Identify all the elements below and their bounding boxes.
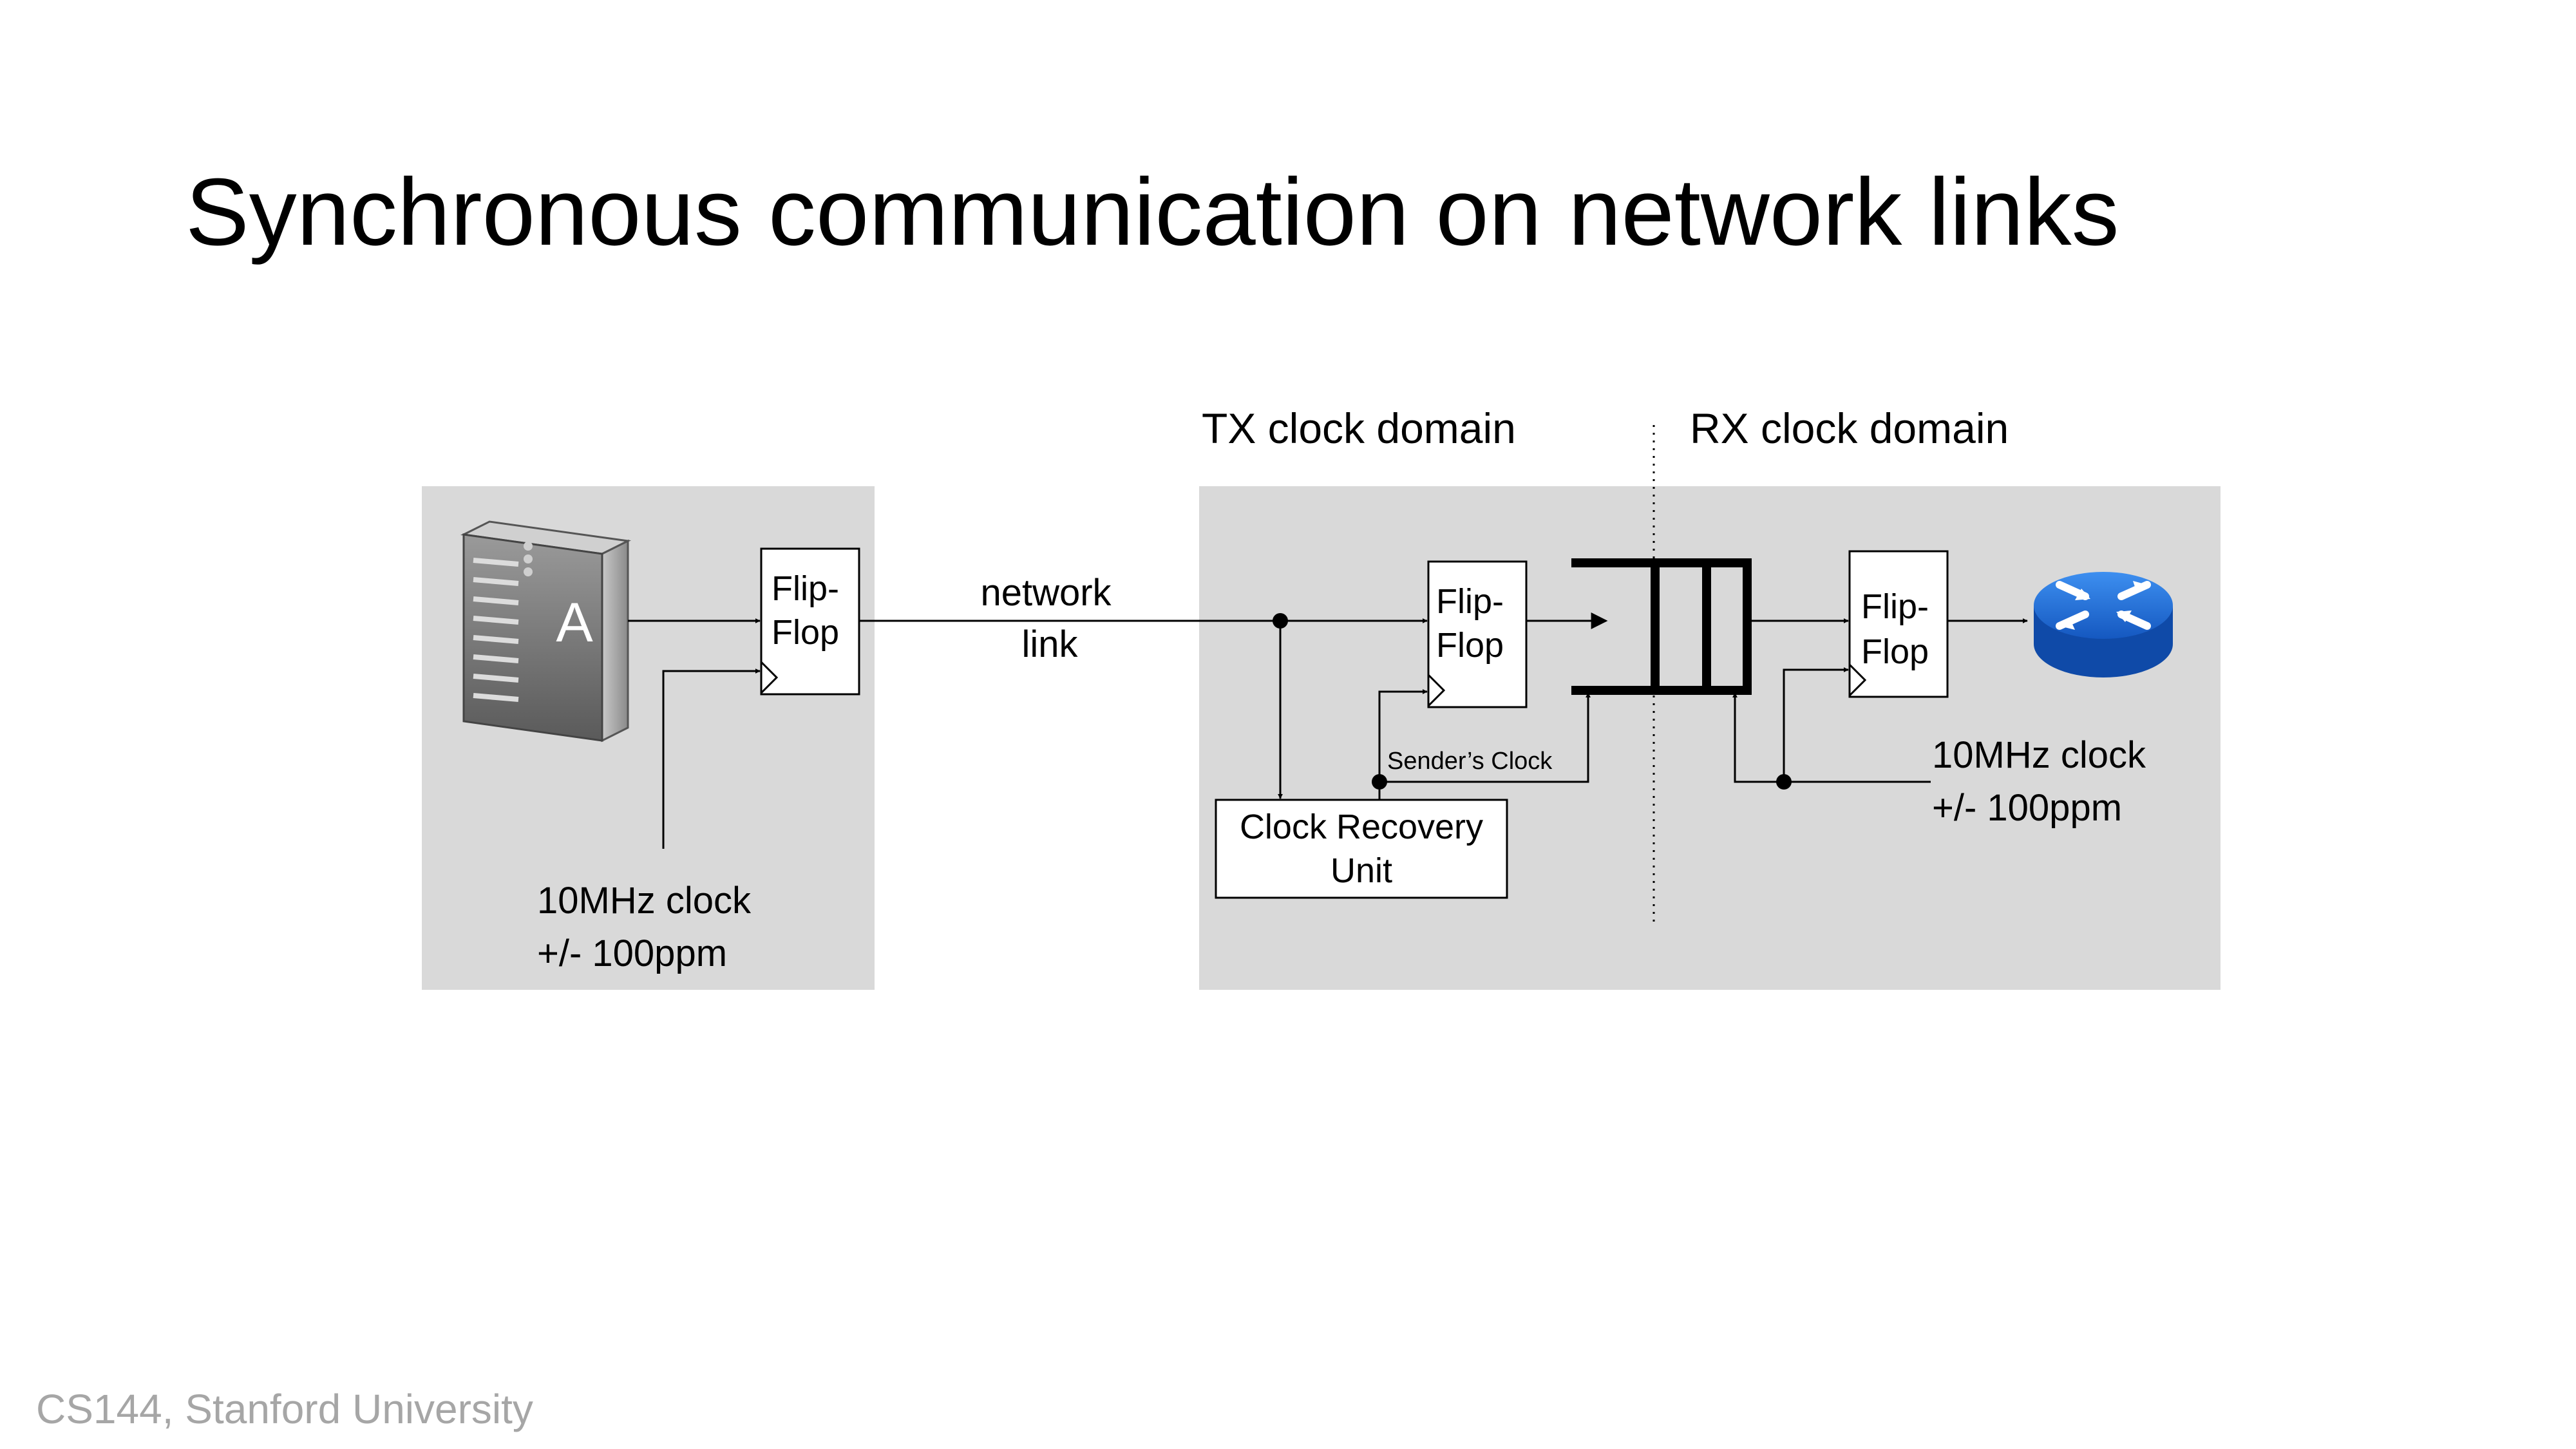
receiver-clock-label: +/- 100ppm xyxy=(1932,787,2122,829)
slide-title: Synchronous communication on network lin… xyxy=(185,159,2119,265)
sender-clock-label: 10MHz clock xyxy=(537,880,752,922)
clock-input-marker xyxy=(1427,674,1446,707)
flip-flop-label: Flip- xyxy=(1861,587,1929,626)
clock-recovery-label: Unit xyxy=(1331,851,1392,890)
ff3-clock-wire xyxy=(1783,667,1849,782)
network-link-label: link xyxy=(1021,623,1078,665)
flip-flop-receiver xyxy=(1848,550,1949,698)
junction-dot xyxy=(1372,774,1387,790)
tx-domain-label: TX clock domain xyxy=(1202,404,1516,452)
fifo-read-clock-wire xyxy=(1732,692,1784,783)
sender-clock-wire xyxy=(662,668,761,849)
fifo-buffer xyxy=(1571,558,1752,695)
router-icon xyxy=(2034,572,2173,677)
junction-dot xyxy=(1273,613,1288,629)
wires xyxy=(628,612,2028,849)
flip-flop-sender xyxy=(760,547,860,696)
clock-input-marker xyxy=(1848,663,1867,697)
fifo-write-clock-wire xyxy=(1379,692,1591,783)
flip-flop-label: Flop xyxy=(1861,632,1929,671)
slide-footer: CS144, Stanford University xyxy=(36,1386,533,1432)
junction-dot xyxy=(1776,774,1792,790)
server-icon xyxy=(460,520,631,743)
clock-input-marker xyxy=(760,661,779,694)
recovered-clock-wire xyxy=(1378,689,1428,800)
senders-clock-label: Sender’s Clock xyxy=(1387,748,1553,775)
flip-flop-label: Flip- xyxy=(772,569,839,608)
flip-flop-label: Flop xyxy=(772,613,839,652)
receiver-clock-label: 10MHz clock xyxy=(1932,734,2146,776)
flip-flop-label: Flip- xyxy=(1436,582,1504,621)
rx-domain-label: RX clock domain xyxy=(1690,404,2009,452)
network-link-label: network xyxy=(980,572,1112,614)
clock-recovery-label: Clock Recovery xyxy=(1240,808,1483,846)
sender-clock-label: +/- 100ppm xyxy=(537,933,727,974)
host-label: A xyxy=(556,592,593,654)
flip-flop-label: Flop xyxy=(1436,626,1504,665)
flip-flop-recovery xyxy=(1427,560,1528,708)
clock-recovery-unit xyxy=(1215,799,1508,899)
